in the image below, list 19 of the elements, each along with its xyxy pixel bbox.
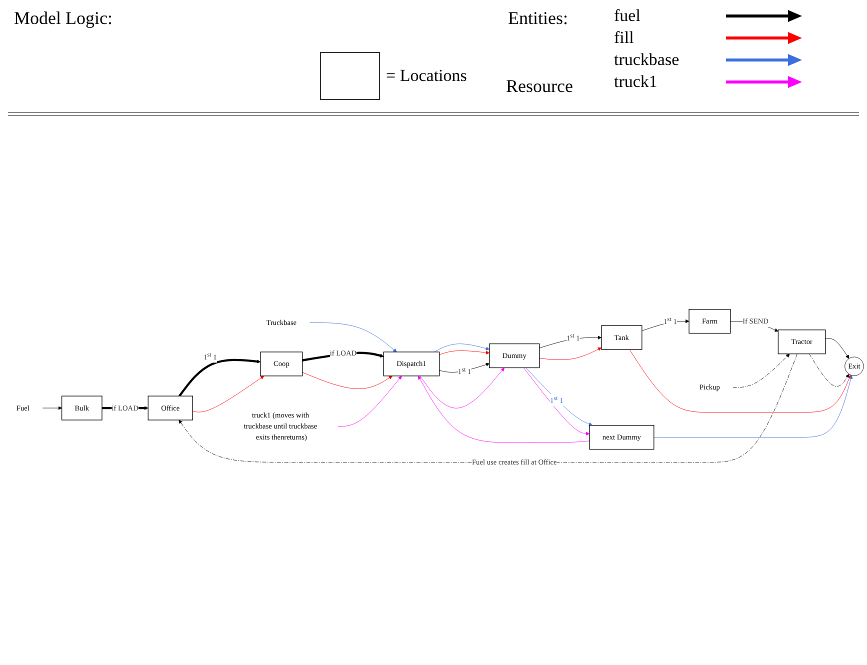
legend-text: truck1 xyxy=(614,72,658,92)
header-text: Entities: xyxy=(508,8,568,29)
legend-text: = Locations xyxy=(386,66,467,86)
legend-text: fuel xyxy=(614,6,642,26)
node-box xyxy=(260,352,303,376)
node-box xyxy=(601,325,642,350)
legend-text: fill xyxy=(614,28,635,48)
header-text: Model Logic: xyxy=(14,8,112,29)
legend-text: truckbase xyxy=(614,50,680,70)
node-box xyxy=(148,396,193,420)
node-box xyxy=(62,396,102,420)
node-box xyxy=(383,352,440,376)
node-box xyxy=(489,344,540,368)
arrow xyxy=(178,358,261,397)
node-box xyxy=(778,330,826,354)
node-box xyxy=(688,308,731,334)
node-box xyxy=(589,424,654,450)
node-circle xyxy=(844,356,864,376)
header-text: Resource xyxy=(506,76,573,97)
